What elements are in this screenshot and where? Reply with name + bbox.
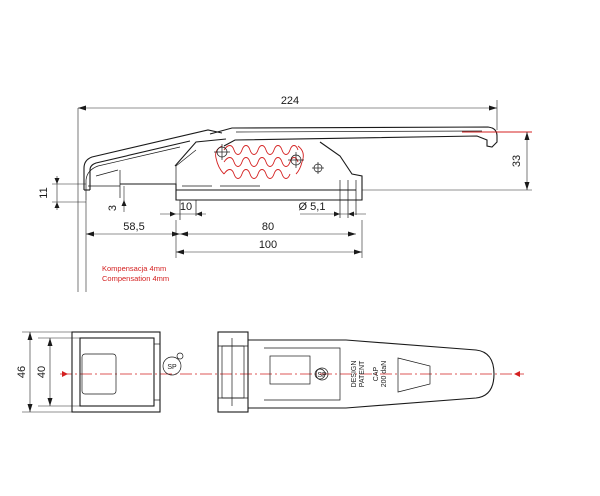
- latch-hook: [83, 129, 223, 200]
- base-plate: [120, 141, 363, 220]
- dimension-width-inner: 40: [36, 337, 80, 407]
- hole-diameter-label: Ø 5,1: [299, 201, 326, 213]
- svg-text:SP: SP: [167, 364, 177, 371]
- dimension-base-length: 100: [175, 220, 363, 258]
- side-view: 224: [38, 95, 532, 292]
- dimension-hole-diameter: Ø 5,1: [299, 201, 366, 217]
- capacity-marking: CAP 200 daN: [373, 361, 388, 387]
- lever-top: [248, 339, 495, 409]
- tension-spring: [215, 145, 304, 179]
- dimension-height-right: 33: [362, 131, 532, 191]
- compensation-en: Compensation 4mm: [102, 274, 169, 283]
- width-inner-label: 40: [36, 366, 48, 378]
- width-outer-label: 46: [16, 366, 28, 378]
- design-line2: PATENT: [359, 360, 366, 387]
- dimension-overall-length: 224: [77, 95, 498, 180]
- pivot-points: [214, 144, 324, 174]
- compensation-pl: Kompensacja 4mm: [102, 264, 166, 273]
- design-line1: DESIGN: [351, 361, 358, 388]
- compensation-note: Kompensacja 4mm Compensation 4mm: [77, 180, 169, 292]
- center-arrow-right: [514, 371, 520, 377]
- brand-logo-icon: SP: [162, 352, 184, 376]
- height-right-label: 33: [511, 155, 523, 167]
- dimension-hole-spacing: 58,5 80: [85, 200, 356, 240]
- hook-plate: [71, 331, 161, 413]
- hook-height-label: 11: [38, 187, 50, 198]
- dimension-hook-gap: 3: [107, 186, 127, 212]
- hinge-block: [217, 331, 249, 413]
- base-length-label: 100: [259, 239, 277, 251]
- dimension-hook-height: 11: [38, 176, 86, 210]
- center-arrow-left: [62, 371, 68, 377]
- hole-spacing-label: 80: [262, 221, 274, 233]
- hook-gap-label: 3: [107, 205, 119, 211]
- offset-10-label: 10: [180, 201, 192, 213]
- dimension-width-outer: 46: [16, 331, 72, 413]
- design-marking: DESIGN PATENT: [351, 360, 366, 387]
- dimension-offset-10: 10: [160, 201, 206, 217]
- lever-logo-icon: SP: [315, 367, 329, 381]
- lever-handle: [174, 126, 498, 167]
- svg-text:SP: SP: [317, 372, 327, 379]
- cap-line2: 200 daN: [381, 361, 388, 387]
- reach-label: 58,5: [123, 221, 144, 233]
- overall-length-label: 224: [281, 95, 299, 107]
- top-view: SP SP DESIGN PATENT: [16, 331, 524, 413]
- cap-line1: CAP: [373, 366, 380, 381]
